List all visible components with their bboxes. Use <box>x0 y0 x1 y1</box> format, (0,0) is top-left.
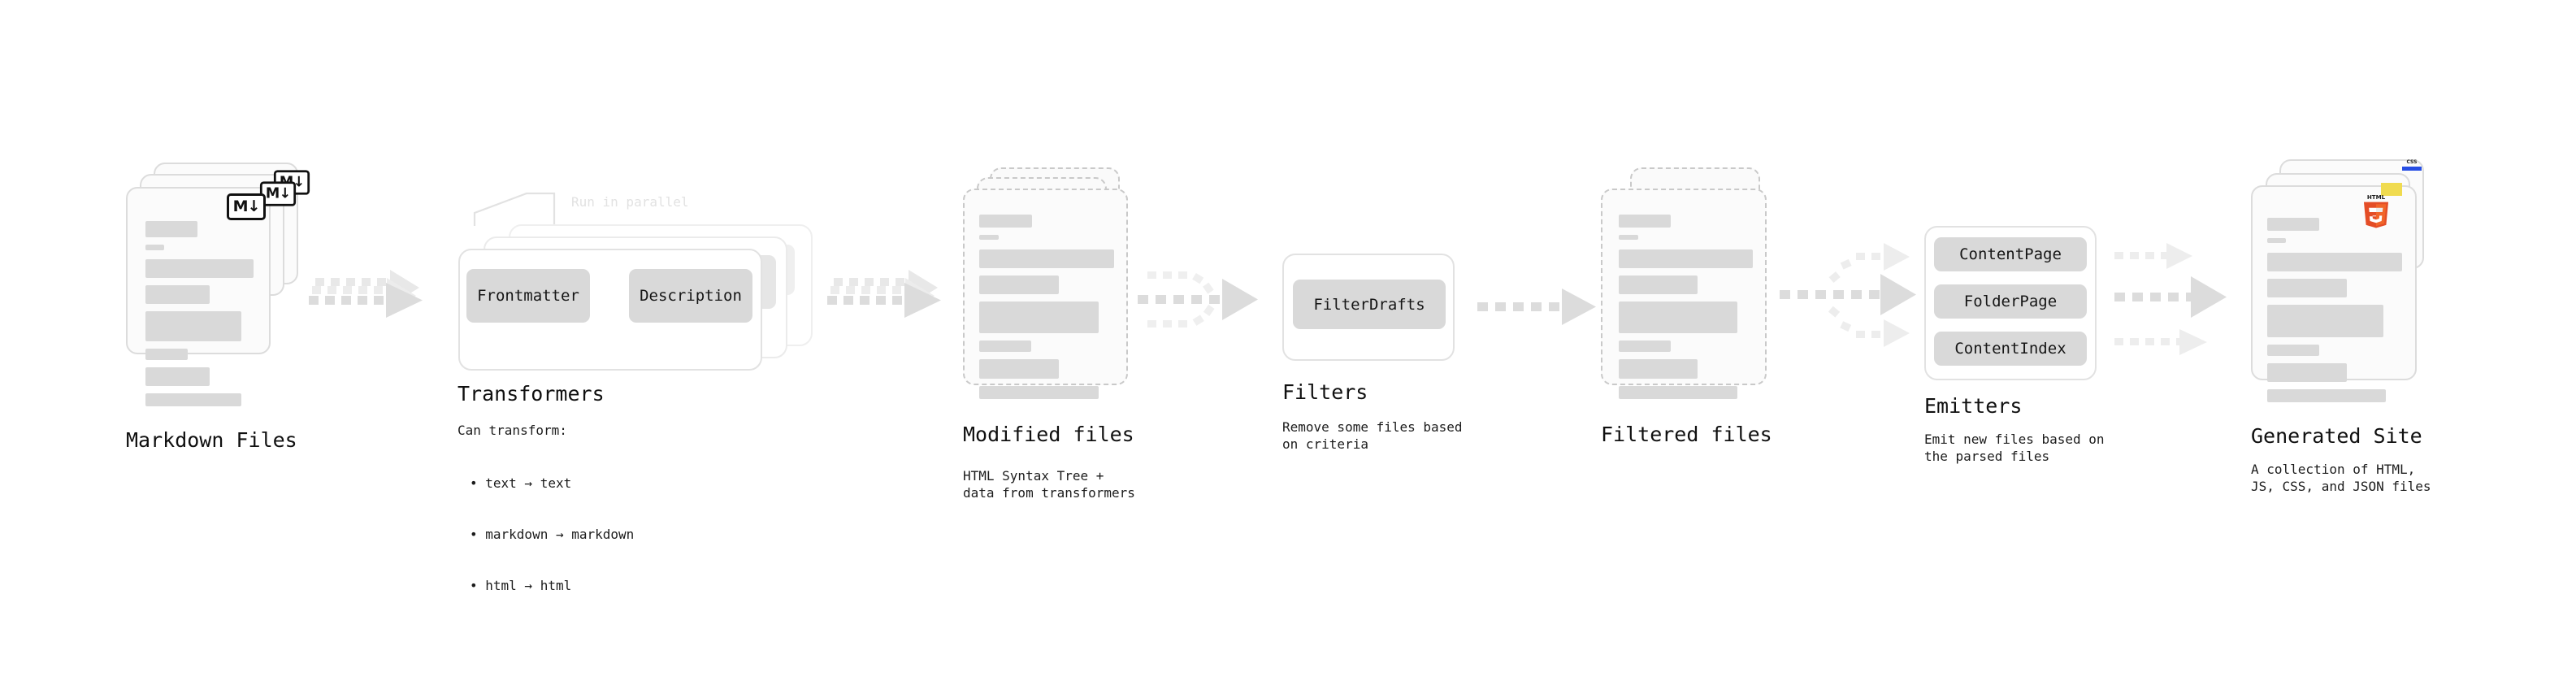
markdown-files-title: Markdown Files <box>126 428 297 452</box>
content-bar <box>145 259 254 278</box>
site-file-content <box>2267 218 2402 410</box>
content-bar <box>1619 301 1737 333</box>
arrow-filtered-to-emitters <box>1780 243 1916 347</box>
content-bar <box>2267 279 2347 297</box>
filter-pill-filterdrafts[interactable]: FilterDrafts <box>1293 280 1446 329</box>
arrow-emitters-to-site <box>2114 243 2227 355</box>
filtered-file-card-front <box>1601 189 1767 399</box>
arrow-modified-to-filters <box>1138 271 1258 327</box>
content-bar <box>979 340 1031 352</box>
arrow-transformers-to-modified <box>827 270 941 318</box>
content-bar <box>2267 253 2402 271</box>
css-icon: CSS <box>2402 159 2422 171</box>
content-bar <box>2267 238 2286 243</box>
content-bar <box>145 285 210 304</box>
content-bar <box>145 221 197 237</box>
transformers-caption: Can transform: <box>458 423 567 438</box>
content-bar <box>145 349 188 360</box>
content-bar <box>1619 249 1753 268</box>
modified-files-caption: HTML Syntax Tree + data from transformer… <box>963 468 1135 501</box>
site-file-card-front <box>2251 185 2417 402</box>
markdown-icon-mid: M↓ <box>259 181 297 206</box>
content-bar <box>979 359 1059 379</box>
content-bar <box>1619 340 1671 352</box>
content-bar <box>979 301 1099 333</box>
content-bar <box>2267 345 2319 356</box>
content-bar <box>1619 386 1737 399</box>
content-bar <box>1619 235 1638 240</box>
content-bar <box>145 311 241 341</box>
markdown-icon: M↓ <box>227 193 266 220</box>
generated-site-title: Generated Site <box>2251 424 2422 448</box>
content-bar <box>145 245 164 250</box>
modified-file-card-front <box>963 189 1128 399</box>
content-bar <box>1619 359 1698 379</box>
modified-files-title: Modified files <box>963 423 1134 446</box>
filters-title: Filters <box>1282 380 1368 404</box>
markdown-file-content <box>145 221 254 414</box>
run-in-parallel-leader <box>473 192 556 228</box>
generated-site-caption: A collection of HTML, JS, CSS, and JSON … <box>2251 462 2431 494</box>
content-bar <box>979 386 1099 399</box>
emitter-pill-contentpage[interactable]: ContentPage <box>1934 237 2087 271</box>
transformer-pill-description[interactable]: Description <box>629 269 752 323</box>
content-bar <box>979 275 1059 294</box>
transformer-bullet: • text → text <box>470 475 572 491</box>
filters-caption: Remove some files based on criteria <box>1282 419 1463 452</box>
content-bar <box>2267 363 2347 382</box>
transformers-title: Transformers <box>458 382 605 406</box>
svg-text:HTML: HTML <box>2367 193 2386 201</box>
emitters-title: Emitters <box>1924 394 2023 418</box>
filtered-files-title: Filtered files <box>1601 423 1772 446</box>
content-bar <box>2267 389 2386 402</box>
modified-file-content <box>979 215 1114 406</box>
transformer-bullet: • markdown → markdown <box>470 527 635 542</box>
filtered-file-content <box>1619 215 1753 406</box>
emitter-pill-contentindex[interactable]: ContentIndex <box>1934 332 2087 366</box>
content-bar <box>1619 215 1671 228</box>
js-icon <box>2381 183 2402 196</box>
transformer-bullet: • html → html <box>470 578 572 593</box>
css-icon-label: CSS <box>2406 159 2418 165</box>
content-bar <box>979 235 999 240</box>
content-bar <box>979 215 1032 228</box>
run-in-parallel-label: Run in parallel <box>571 194 689 210</box>
transformer-pill-frontmatter[interactable]: Frontmatter <box>466 269 590 323</box>
content-bar <box>145 393 241 406</box>
emitters-caption: Emit new files based on the parsed files <box>1924 432 2105 464</box>
html5-icon: HTML <box>2363 193 2389 228</box>
arrow-markdown-to-transformers <box>309 270 423 318</box>
content-bar <box>979 249 1114 268</box>
emitter-pill-folderpage[interactable]: FolderPage <box>1934 284 2087 319</box>
arrow-filters-to-filtered <box>1477 288 1596 325</box>
content-bar <box>2267 305 2383 337</box>
content-bar <box>145 367 210 386</box>
transformers-bullets: • text → text • markdown → markdown • ht… <box>470 440 634 628</box>
content-bar <box>1619 275 1698 294</box>
content-bar <box>2267 218 2319 231</box>
